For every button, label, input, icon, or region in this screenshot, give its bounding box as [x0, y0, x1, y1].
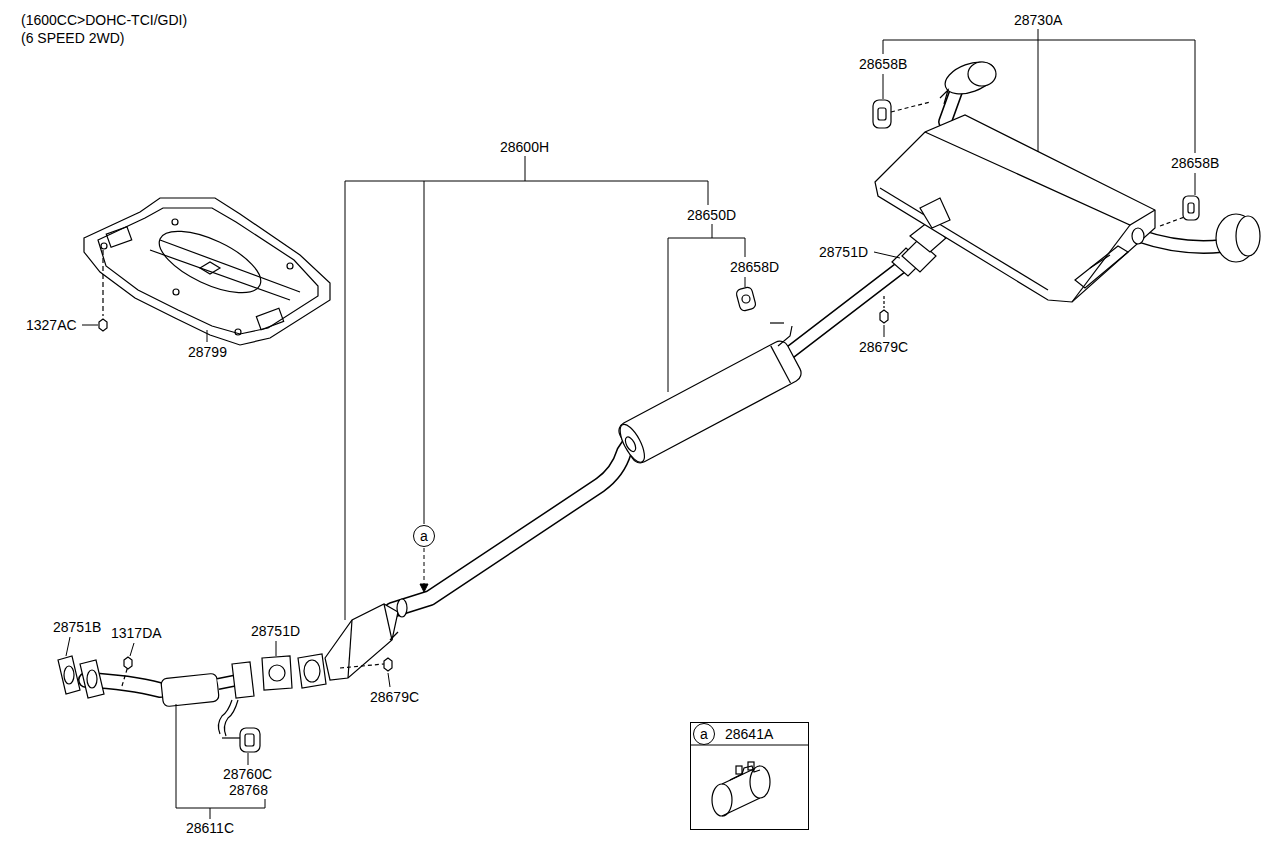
exhaust-pipes: [86, 86, 1222, 690]
callout-number: 28768: [228, 782, 269, 798]
callout-number: 28658B: [1170, 155, 1220, 171]
rear-muffler: [875, 115, 1155, 302]
reference-circle: a: [413, 525, 435, 547]
callout-number: 28600H: [499, 139, 550, 155]
callout-number: 28760C: [222, 766, 273, 782]
callout-number: (1600CC>DOHC-TCI/GDI): [20, 12, 188, 28]
callout-number: 1317DA: [110, 625, 163, 641]
callout-number: (6 SPEED 2WD): [20, 30, 125, 46]
callout-number: 28751D: [818, 244, 869, 260]
inset-box: 28641A a: [690, 722, 809, 830]
callout-number: 28658D: [729, 259, 780, 275]
callout-number: 28730A: [1013, 12, 1063, 28]
reference-circle: a: [693, 723, 715, 745]
clamp-drawing: [712, 762, 770, 816]
callout-number: 28679C: [369, 689, 420, 705]
callout-number: 1327AC: [25, 317, 78, 333]
callout-number: 28650D: [686, 207, 737, 223]
leader-lines: [66, 29, 1195, 819]
part-number: 28641A: [725, 726, 804, 742]
callout-number: 28751B: [52, 619, 102, 635]
callout-number: 28751D: [250, 623, 301, 639]
callout-number: 28611C: [185, 820, 235, 836]
reference-letter: a: [420, 528, 428, 544]
callout-number: 28658B: [858, 56, 908, 72]
heat-shield: [84, 198, 330, 345]
callout-number: 28679C: [858, 339, 909, 355]
callout-number: 28799: [187, 344, 228, 360]
reference-letter: a: [700, 726, 708, 742]
